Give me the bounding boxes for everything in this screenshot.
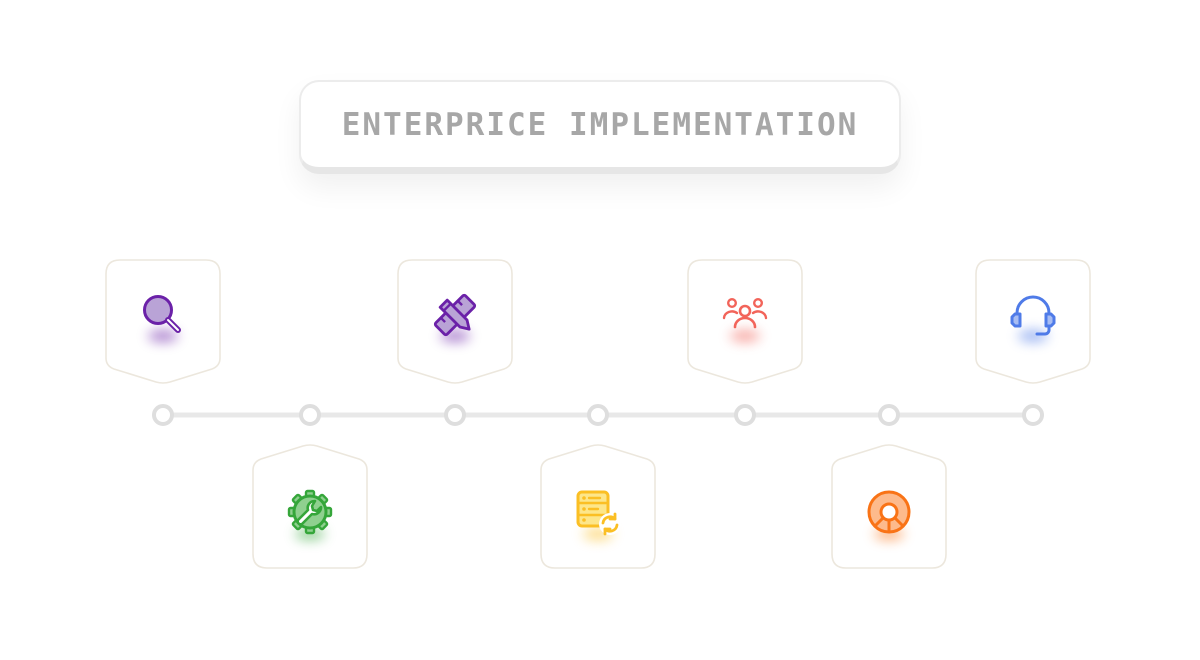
timeline-node bbox=[1022, 404, 1044, 426]
step-card bbox=[251, 442, 369, 570]
step-card bbox=[686, 258, 804, 386]
server-sync-icon bbox=[576, 490, 621, 536]
lifebuoy-icon bbox=[867, 490, 911, 534]
pencil-ruler-icon bbox=[433, 293, 477, 337]
page-title: ENTERPRICE IMPLEMENTATION bbox=[341, 106, 859, 143]
step-card bbox=[104, 258, 222, 386]
team-icon bbox=[722, 297, 768, 329]
timeline-node bbox=[152, 404, 174, 426]
headset-icon bbox=[1010, 295, 1056, 336]
step-card bbox=[396, 258, 514, 386]
timeline-node bbox=[878, 404, 900, 426]
step-card bbox=[974, 258, 1092, 386]
timeline-node bbox=[734, 404, 756, 426]
timeline-nodes bbox=[152, 404, 1044, 426]
icon-glow bbox=[730, 330, 760, 342]
card-shape bbox=[975, 259, 1091, 384]
search-icon bbox=[143, 295, 181, 333]
step-card bbox=[539, 442, 657, 570]
title-banner: ENTERPRICE IMPLEMENTATION bbox=[299, 80, 901, 174]
timeline-node bbox=[299, 404, 321, 426]
card-shape bbox=[687, 259, 803, 384]
gear-wrench-icon bbox=[287, 489, 333, 535]
timeline-node bbox=[444, 404, 466, 426]
timeline-node bbox=[587, 404, 609, 426]
icon-glow bbox=[148, 330, 178, 342]
step-card bbox=[830, 442, 948, 570]
